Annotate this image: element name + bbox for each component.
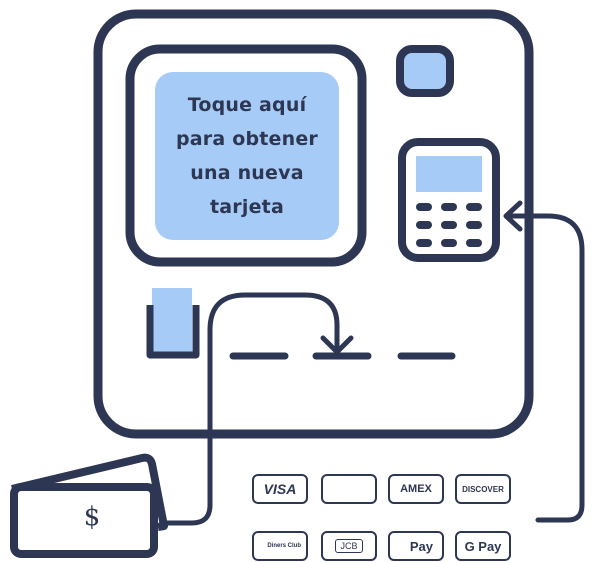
- cash-arrow-icon: [152, 292, 340, 526]
- dollar-sign: $: [83, 502, 101, 532]
- screen-line-4: tarjeta: [210, 196, 284, 218]
- discover-label: DISCOVER: [462, 484, 504, 494]
- camera-icon: [396, 45, 454, 97]
- card-slot-icon[interactable]: [146, 288, 200, 359]
- screen-line-2: para obtener: [175, 128, 319, 150]
- visa-label: VISA: [263, 481, 297, 497]
- visa-badge: VISA: [252, 474, 308, 504]
- diners-label: Diners Club: [267, 543, 301, 549]
- amex-badge: AMEX: [388, 474, 444, 504]
- applepay-label: Pay: [409, 538, 433, 554]
- screen-line-3: una nueva: [190, 162, 304, 184]
- cash-icon: [10, 453, 168, 558]
- discover-badge: DISCOVER: [455, 474, 511, 504]
- screen-line-1: Toque aquí: [187, 94, 307, 116]
- screen-instruction[interactable]: Toque aquí para obtener una nueva tarjet…: [155, 72, 339, 240]
- cash-arrowhead-icon: [320, 335, 354, 355]
- amex-label: AMEX: [400, 483, 432, 495]
- jcb-badge: JCB: [321, 531, 377, 561]
- jcb-label: JCB: [335, 539, 363, 553]
- touch-screen[interactable]: [155, 72, 339, 240]
- mastercard-badge: [321, 474, 377, 504]
- card-arrow-icon: [505, 213, 585, 523]
- gpay-badge: G Pay: [455, 531, 511, 561]
- applepay-badge: Pay: [388, 531, 444, 561]
- card-arrowhead-icon: [503, 200, 523, 232]
- diners-badge: Diners Club: [252, 531, 308, 561]
- gpay-label: G Pay: [464, 538, 502, 554]
- keypad-icon[interactable]: [398, 138, 500, 262]
